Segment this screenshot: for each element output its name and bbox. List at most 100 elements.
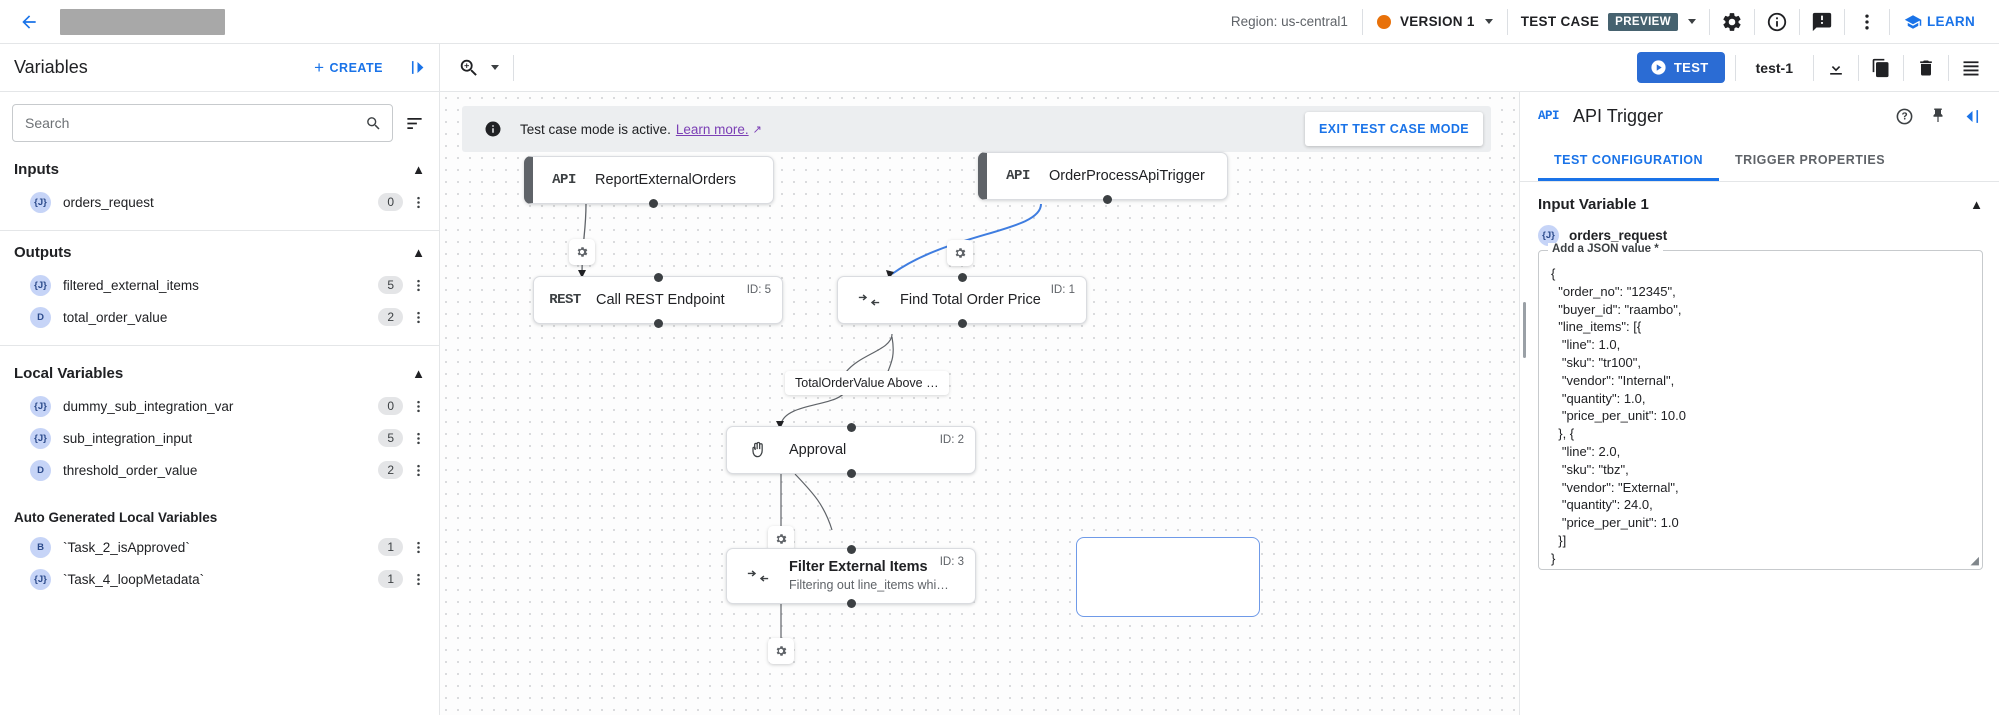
node-find-total-order-price[interactable]: Find Total Order Price ID: 1 (837, 272, 1087, 328)
collapse-right-panel-icon[interactable] (1955, 99, 1989, 133)
preview-badge: PREVIEW (1608, 12, 1678, 31)
node-report-external-orders[interactable]: API ReportExternalOrders (524, 156, 774, 208)
chevron-up-icon: ▲ (412, 244, 425, 260)
node-output-port[interactable] (648, 198, 658, 208)
list-menu-icon[interactable] (1949, 46, 1993, 90)
node-id: ID: 2 (939, 434, 964, 446)
node-filter-external-items[interactable]: Filter External Items Filtering out line… (726, 544, 976, 608)
row-more-icon[interactable] (407, 463, 429, 478)
variable-row[interactable]: {J} filtered_external_items 5 (0, 269, 439, 301)
variable-name: dummy_sub_integration_var (63, 398, 234, 414)
chevron-up-icon: ▲ (412, 365, 425, 381)
node-call-rest-endpoint[interactable]: REST Call REST Endpoint ID: 5 (533, 272, 783, 328)
chevron-down-icon (491, 65, 499, 70)
node-title: ReportExternalOrders (595, 172, 737, 188)
settings-gear-icon[interactable] (1710, 0, 1754, 44)
edge-settings-gear-icon[interactable] (569, 239, 595, 265)
variable-row[interactable]: D threshold_order_value 2 (0, 454, 439, 486)
resize-handle-icon[interactable]: ◢ (1970, 555, 1979, 567)
variable-name: `Task_4_loopMetadata` (63, 571, 205, 587)
variable-type-badge: {J} (30, 395, 51, 417)
node-title: Filter External Items (789, 559, 928, 575)
learn-more-link[interactable]: Learn more. (675, 121, 749, 137)
variable-row[interactable]: D total_order_value 2 (0, 301, 439, 333)
tab-trigger-properties[interactable]: TRIGGER PROPERTIES (1735, 153, 1886, 167)
secondary-toolbar: Variables + CREATE TEST test-1 (0, 44, 1999, 92)
variable-type-badge: D (30, 306, 51, 328)
divider (513, 54, 514, 81)
node-input-port[interactable] (957, 272, 967, 282)
variable-type-badge: {J} (30, 274, 51, 296)
node-output-port[interactable] (846, 598, 856, 608)
download-icon[interactable] (1814, 46, 1858, 90)
edge-settings-gear-icon[interactable] (768, 526, 794, 552)
collapse-panel-icon[interactable] (395, 44, 439, 91)
group-header-local-variables[interactable]: Local Variables ▲ (0, 356, 439, 390)
node-approval[interactable]: Approval ID: 2 (726, 422, 976, 478)
panel-content: Input Variable 1 ▲ {J} orders_request Ad… (1520, 182, 1999, 715)
chevron-down-icon (1688, 19, 1696, 24)
variable-row[interactable]: {J} orders_request 0 (0, 186, 439, 218)
info-icon[interactable] (1755, 0, 1799, 44)
redacted-title (60, 8, 225, 35)
variable-row[interactable]: B `Task_2_isApproved` 1 (0, 531, 439, 563)
node-input-port[interactable] (846, 422, 856, 432)
search-input[interactable] (25, 115, 365, 131)
help-icon[interactable] (1887, 99, 1921, 133)
variable-count: 1 (378, 570, 403, 588)
create-variable-button[interactable]: + CREATE (302, 59, 395, 76)
variable-name: `Task_2_isApproved` (63, 539, 190, 555)
node-output-port[interactable] (846, 468, 856, 478)
variable-row[interactable]: {J} sub_integration_input 5 (0, 422, 439, 454)
zoom-control[interactable] (458, 57, 513, 79)
node-output-port[interactable] (1102, 194, 1112, 204)
node-order-process-api-trigger[interactable]: API OrderProcessApiTrigger (978, 152, 1228, 204)
pin-icon[interactable] (1921, 99, 1955, 133)
test-button[interactable]: TEST (1636, 52, 1725, 83)
sort-filter-icon[interactable] (401, 114, 427, 133)
api-icon: API (1538, 109, 1560, 123)
variable-row[interactable]: {J} `Task_4_loopMetadata` 1 (0, 563, 439, 595)
node-input-port[interactable] (653, 272, 663, 282)
delete-trash-icon[interactable] (1904, 46, 1948, 90)
banner-text: Test case mode is active. (520, 121, 671, 137)
row-more-icon[interactable] (407, 399, 429, 414)
row-more-icon[interactable] (407, 540, 429, 555)
node-id: ID: 5 (746, 284, 771, 296)
group-header-outputs[interactable]: Outputs ▲ (0, 235, 439, 269)
node-input-port[interactable] (846, 544, 856, 554)
test-case-selector[interactable]: TEST CASE PREVIEW (1508, 12, 1709, 31)
test-case-label: TEST CASE (1520, 14, 1600, 29)
input-variable-section-header[interactable]: Input Variable 1 ▲ (1538, 196, 1983, 213)
flow-canvas[interactable]: Test case mode is active. Learn more. ↗ … (440, 92, 1519, 715)
row-more-icon[interactable] (407, 572, 429, 587)
row-more-icon[interactable] (407, 431, 429, 446)
back-arrow-icon[interactable] (14, 7, 44, 37)
edge-settings-gear-icon[interactable] (947, 240, 973, 266)
tab-test-configuration[interactable]: TEST CONFIGURATION (1538, 140, 1720, 181)
version-selector[interactable]: VERSION 1 (1363, 14, 1507, 29)
edge-condition-label[interactable]: TotalOrderValue Above … (785, 371, 949, 395)
group-header-inputs[interactable]: Inputs ▲ (0, 152, 439, 186)
duplicate-icon[interactable] (1859, 46, 1903, 90)
edge-settings-gear-icon[interactable] (768, 638, 794, 664)
chevron-up-icon[interactable]: ▲ (1970, 197, 1983, 212)
row-more-icon[interactable] (407, 195, 429, 210)
panel-scrollbar[interactable] (1523, 302, 1526, 358)
divider (1734, 54, 1736, 81)
variable-count: 0 (378, 397, 403, 415)
json-value-field[interactable]: Add a JSON value * { "order_no": "12345"… (1538, 243, 1983, 570)
json-value-text[interactable]: { "order_no": "12345", "buyer_id": "raam… (1551, 266, 1686, 566)
node-output-port[interactable] (653, 318, 663, 328)
learn-button[interactable]: LEARN (1890, 13, 1987, 31)
variable-row[interactable]: {J} dummy_sub_integration_var 0 (0, 390, 439, 422)
exit-test-case-mode-button[interactable]: EXIT TEST CASE MODE (1305, 112, 1483, 146)
divider (1844, 8, 1845, 35)
row-more-icon[interactable] (407, 278, 429, 293)
more-options-icon[interactable] (1845, 0, 1889, 44)
feedback-icon[interactable] (1800, 0, 1844, 44)
search-box[interactable] (12, 104, 393, 142)
row-more-icon[interactable] (407, 310, 429, 325)
node-output-port[interactable] (957, 318, 967, 328)
new-node-placeholder[interactable] (1076, 537, 1260, 617)
